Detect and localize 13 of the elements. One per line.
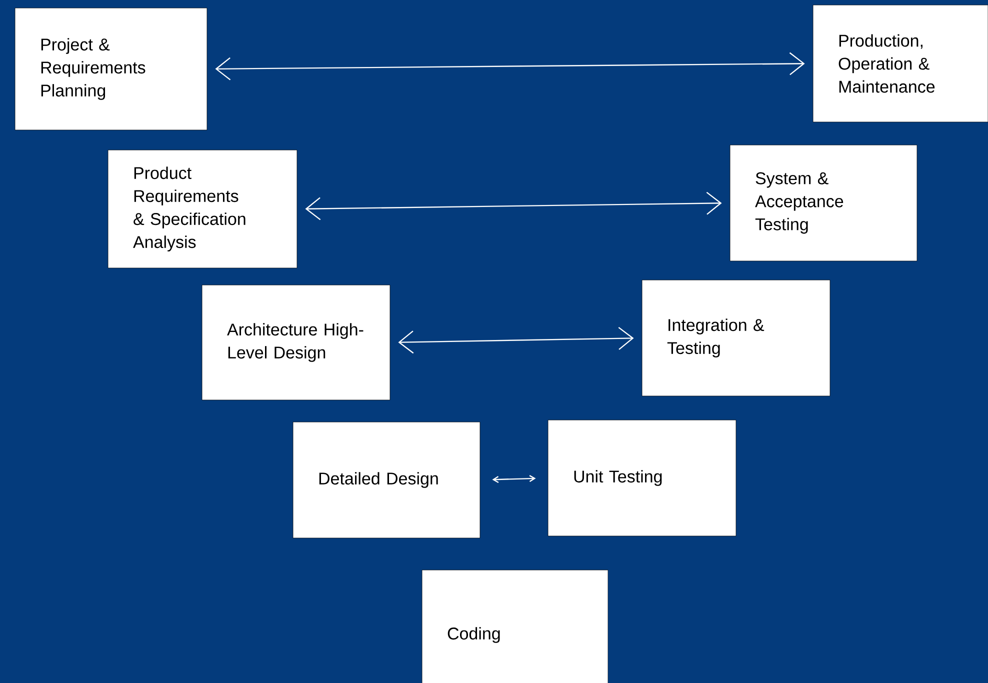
process-box: Unit Testing — [548, 420, 736, 536]
double-arrow — [398, 326, 634, 354]
process-box: Architecture High-Level Design — [202, 284, 390, 400]
double-arrow — [492, 475, 536, 483]
process-box: Detailed Design — [292, 422, 480, 538]
process-box: Production, Operation & Maintenance — [812, 4, 988, 122]
process-box: Coding — [422, 570, 608, 683]
process-box: Project & Requirements Planning — [14, 8, 208, 130]
double-arrow — [305, 192, 722, 220]
process-box: System & Acceptance Testing — [730, 144, 918, 262]
double-arrow — [215, 52, 805, 80]
process-box: Integration & Testing — [642, 280, 830, 396]
process-box: Product Requirements & Specification Analysis — [108, 150, 298, 268]
